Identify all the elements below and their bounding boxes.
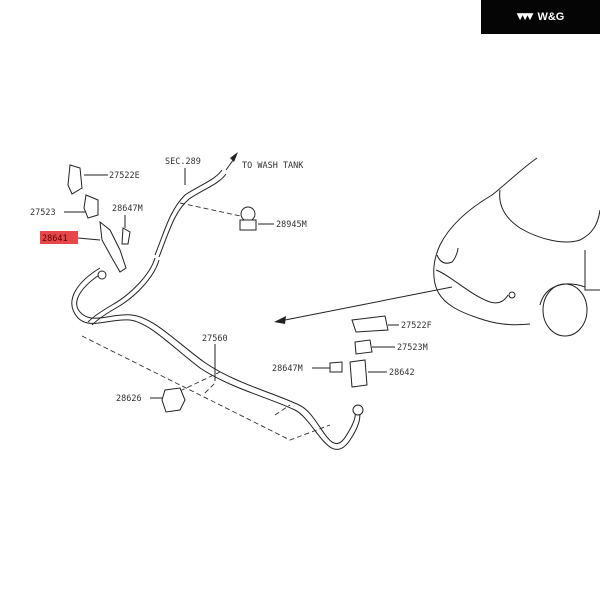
brand-logo-icon: ▼▼▼ xyxy=(516,12,534,22)
label-28641[interactable]: 28641 xyxy=(42,234,68,244)
assembly-guides xyxy=(81,202,331,441)
label-28945M[interactable]: 28945M xyxy=(276,220,307,230)
leader-lines xyxy=(64,168,399,399)
label-27522F[interactable]: 27522F xyxy=(401,321,432,331)
right-nozzle-parts xyxy=(329,315,389,416)
clip-28945M xyxy=(239,206,257,231)
label-28626[interactable]: 28626 xyxy=(116,394,142,404)
label-27560[interactable]: 27560 xyxy=(202,334,228,344)
hose-27560 xyxy=(71,257,361,450)
left-nozzle-parts xyxy=(67,164,131,280)
label-27522E[interactable]: 27522E xyxy=(109,171,140,181)
car-front-outline xyxy=(433,157,600,337)
label-28642[interactable]: 28642 xyxy=(389,368,415,378)
label-28647M-right[interactable]: 28647M xyxy=(272,364,303,374)
label-27523M[interactable]: 27523M xyxy=(397,343,428,353)
callout-labels: 27522E 27523 28647M 28641 SEC.289 TO WAS… xyxy=(30,157,432,404)
clip-28626 xyxy=(161,387,186,413)
label-28647M-left[interactable]: 28647M xyxy=(112,204,143,214)
hose-sec289 xyxy=(154,152,238,258)
highlight-28641 xyxy=(40,231,78,244)
brand-badge: ▼▼▼ W&G xyxy=(481,0,600,34)
direction-arrow xyxy=(274,286,453,324)
label-sec289[interactable]: SEC.289 xyxy=(165,157,201,167)
label-27523[interactable]: 27523 xyxy=(30,208,56,218)
brand-name: W&G xyxy=(537,11,565,23)
label-wash-tank: TO WASH TANK xyxy=(242,161,304,171)
